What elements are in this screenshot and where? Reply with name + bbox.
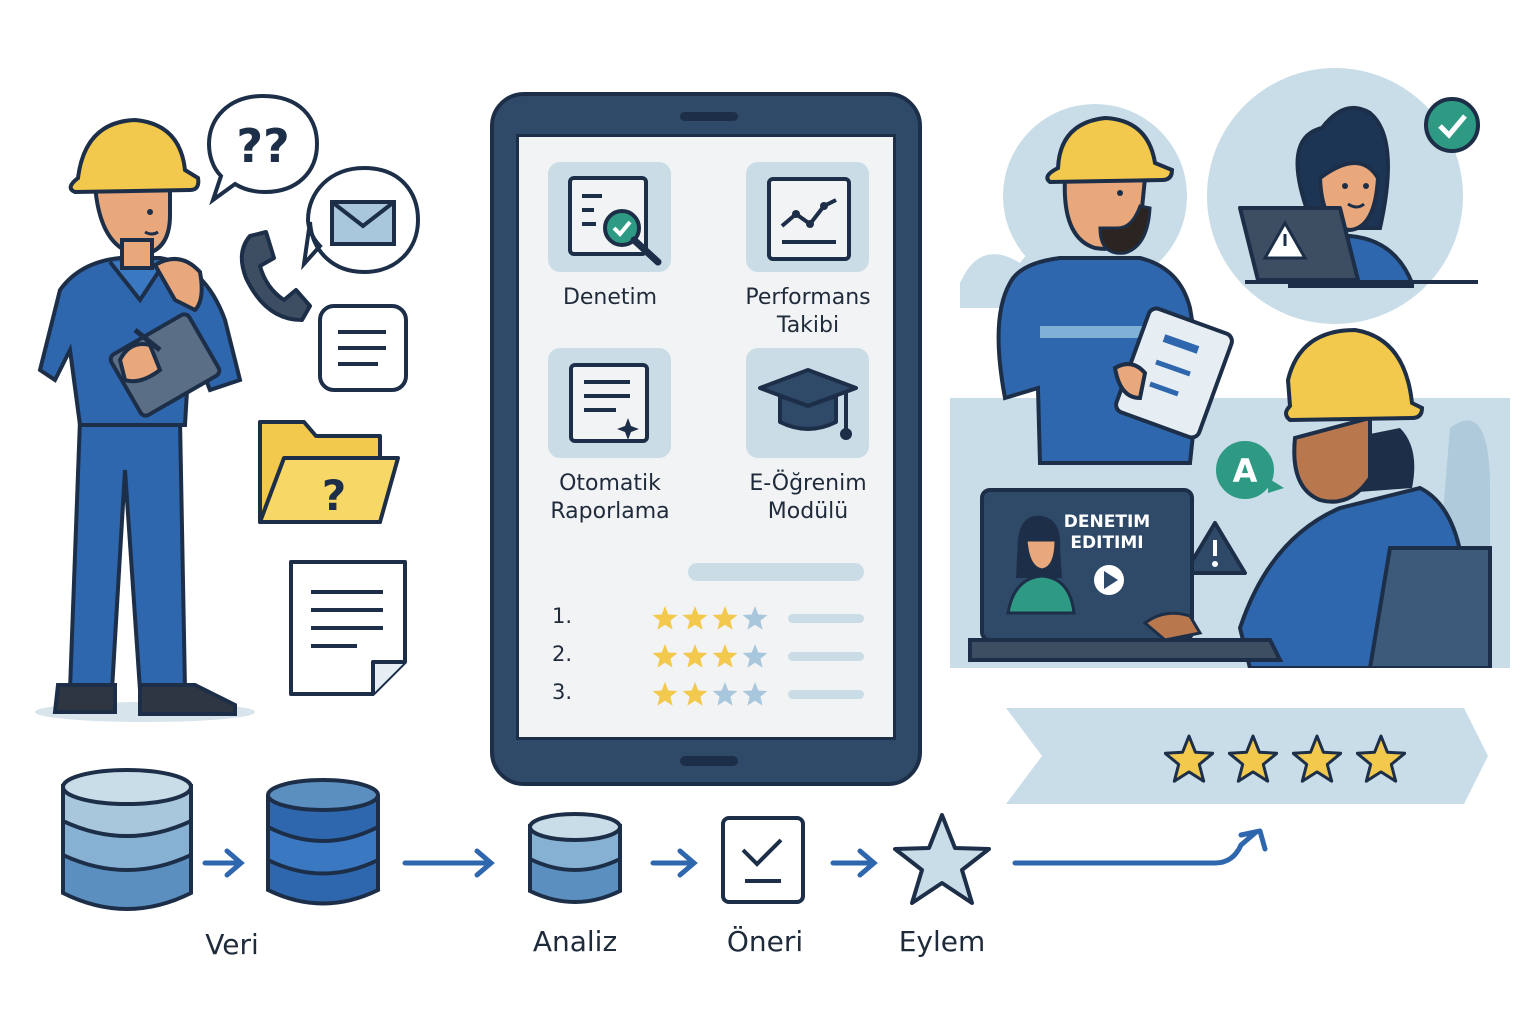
flow-label-veri: Veri [205,928,259,961]
star-filled-icon [712,605,738,631]
module-label-performans: Performans Takibi [745,285,871,338]
report-document-icon [569,363,649,443]
ranking-bar [788,690,864,699]
performance-chart-icon [767,177,851,261]
flow-label-eylem: Eylem [898,925,986,958]
svg-text:A: A [1233,452,1258,490]
phone-icon [239,230,312,322]
banner-star-icon [1356,734,1406,784]
process-flow [61,768,1268,911]
mail-bubble-icon [301,165,421,275]
banner-star-icon [1292,734,1342,784]
star-filled-icon [652,605,678,631]
flow-label-analiz: Analiz [532,925,618,958]
module-label-e-ogrenim: E-Öğrenim Modülü [749,471,867,524]
paper-document-icon [289,560,407,696]
inspection-search-icon [568,176,662,266]
star-filled-icon [682,643,708,669]
star-filled-icon [652,681,678,707]
folder-question-icon: ? [258,420,400,524]
ranking-bar [788,652,864,661]
tablet-home-bar [680,756,738,766]
flow-label-oneri: Öneri [726,925,804,958]
star-filled-icon [712,643,738,669]
svg-text:??: ?? [236,119,289,173]
graduation-cap-icon [758,368,858,440]
database-icon-1 [61,768,193,911]
text-note-icon [318,304,408,392]
ranking-bar [788,614,864,623]
star-empty-icon [742,643,768,669]
database-icon-3 [528,812,622,904]
svg-text:?: ? [322,471,346,520]
star-empty-icon [712,681,738,707]
question-bubble-icon: ?? [206,93,320,206]
module-label-denetim: Denetim [562,285,658,310]
ranking-number: 1. [552,604,573,628]
database-icon-2 [266,778,380,906]
star-empty-icon [742,605,768,631]
checklist-icon [721,816,805,904]
star-filled-icon [652,643,678,669]
star-empty-icon [742,681,768,707]
ranking-number: 3. [552,680,573,704]
video-title: DENETIM EDITIMI [1063,512,1151,553]
banner-star-icon [1228,734,1278,784]
module-label-raporlama: Otomatik Raporlama [550,471,670,524]
star-filled-icon [682,681,708,707]
banner-star-icon [1164,734,1214,784]
ranking-number: 2. [552,642,573,666]
tablet-placeholder-bar [688,563,864,581]
star-filled-icon [682,605,708,631]
training-scene: A [950,68,1510,668]
confused-worker-scene [35,117,255,722]
star-action-icon [893,813,991,905]
tablet-speaker [680,112,738,121]
